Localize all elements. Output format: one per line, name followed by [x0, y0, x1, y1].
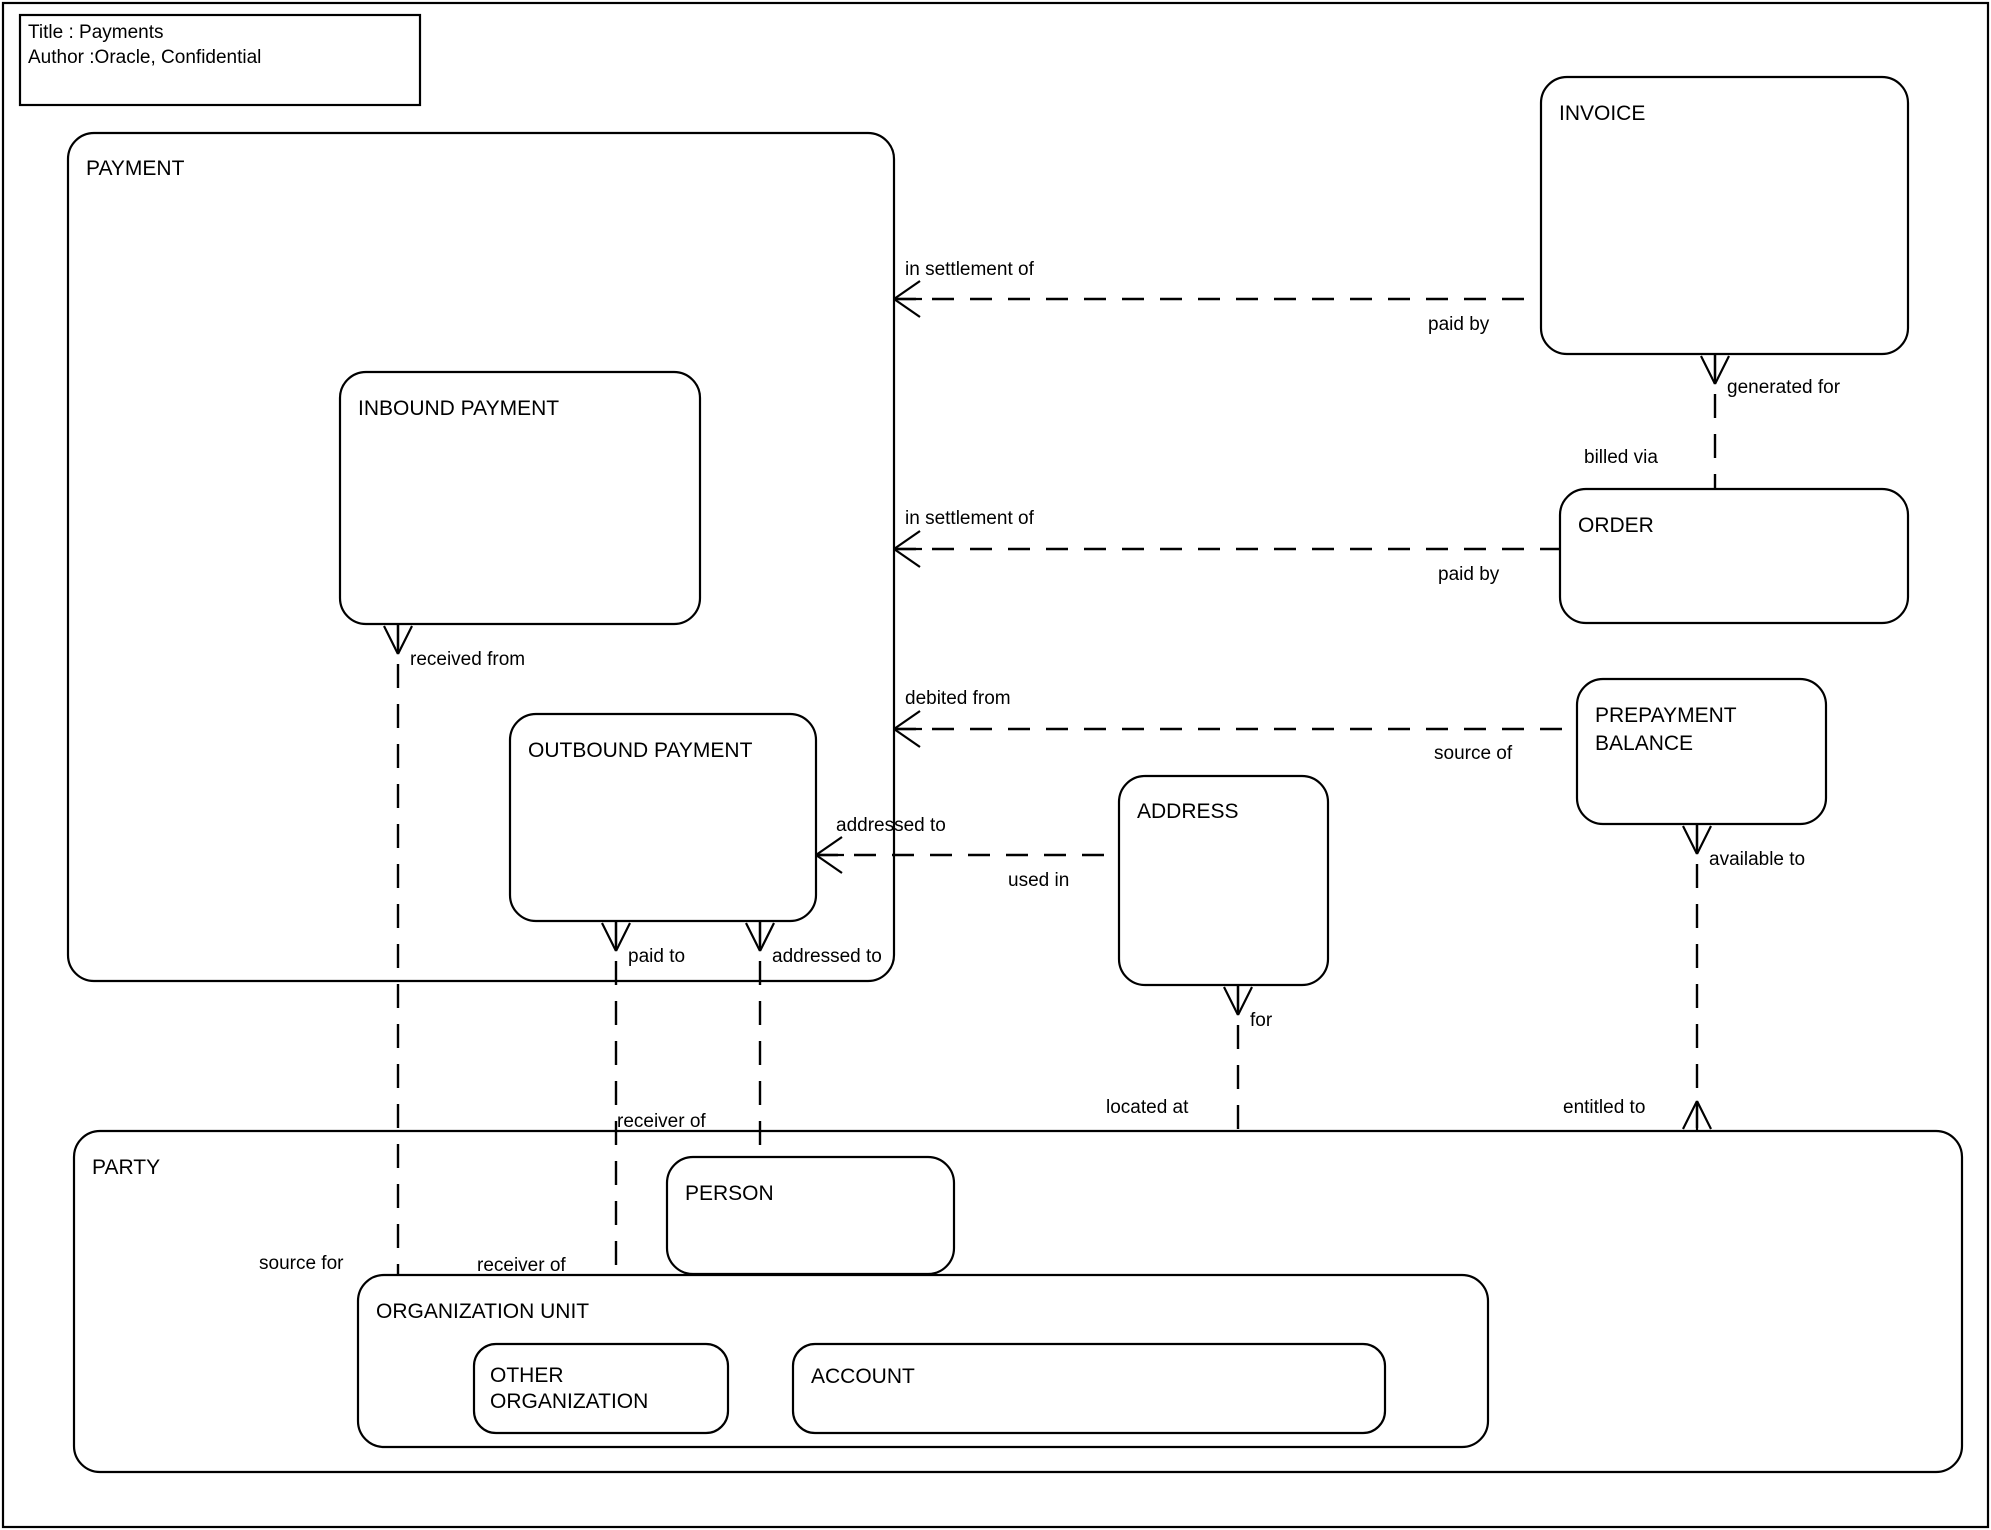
- rel-outbound-person-crowfoot: [745, 921, 775, 952]
- title-line: Title : Payments: [28, 22, 164, 43]
- rel-label-receiver-of-2: receiver of: [477, 1255, 566, 1276]
- rel-label-billed-via: billed via: [1584, 447, 1658, 468]
- entity-account-label: ACCOUNT: [811, 1365, 915, 1388]
- rel-prepayment-party-crowfoot-top: [1682, 824, 1712, 855]
- entity-invoice[interactable]: [1539, 75, 1910, 356]
- rel-outbound-address-crowfoot: [815, 836, 844, 874]
- entity-outbound-payment-label: OUTBOUND PAYMENT: [528, 739, 753, 762]
- rel-inbound-orgunit-crowfoot: [383, 624, 413, 655]
- entity-party-label: PARTY: [92, 1156, 160, 1179]
- rel-payment-invoice-crowfoot: [893, 280, 922, 318]
- entity-invoice-label: INVOICE: [1559, 102, 1645, 125]
- entity-prepayment-balance[interactable]: [1575, 677, 1828, 826]
- rel-label-paid-to: paid to: [628, 946, 685, 967]
- rel-prepayment-party-crowfoot-bottom: [1682, 1100, 1712, 1131]
- rel-label-addressed-to-2: addressed to: [772, 946, 882, 967]
- entity-payment[interactable]: [66, 131, 896, 983]
- entity-inbound-payment[interactable]: [338, 370, 702, 626]
- entity-order-label: ORDER: [1578, 514, 1654, 537]
- rel-invoice-order-crowfoot: [1700, 354, 1730, 385]
- entity-address-label: ADDRESS: [1137, 800, 1239, 823]
- rel-label-paid-by-2: paid by: [1438, 564, 1500, 585]
- rel-label-generated-for: generated for: [1727, 377, 1841, 398]
- rel-label-for: for: [1250, 1010, 1273, 1031]
- entity-prepayment-balance-label-line2: BALANCE: [1595, 732, 1693, 755]
- entity-order[interactable]: [1558, 487, 1910, 625]
- rel-payment-order-crowfoot: [893, 530, 922, 568]
- rel-label-addressed-to-1: addressed to: [836, 815, 946, 836]
- entity-other-organization[interactable]: [472, 1342, 730, 1435]
- rel-label-paid-by-1: paid by: [1428, 314, 1490, 335]
- entity-prepayment-balance-label-line1: PREPAYMENT: [1595, 704, 1737, 727]
- rel-outbound-orgunit-crowfoot: [601, 921, 631, 952]
- entity-organization-unit-label: ORGANIZATION UNIT: [376, 1300, 589, 1323]
- entity-address[interactable]: [1117, 774, 1330, 987]
- title-block-box: [18, 13, 422, 107]
- entity-outbound-payment[interactable]: [508, 712, 818, 923]
- entity-person[interactable]: [665, 1155, 956, 1276]
- rel-label-available-to: available to: [1709, 849, 1805, 870]
- rel-label-entitled-to: entitled to: [1563, 1097, 1645, 1118]
- entity-account[interactable]: [791, 1342, 1387, 1435]
- entity-other-organization-label-line2: ORGANIZATION: [490, 1390, 648, 1413]
- rel-label-received-from: received from: [410, 649, 525, 670]
- entity-inbound-payment-label: INBOUND PAYMENT: [358, 397, 559, 420]
- rel-label-in-settlement-of-2: in settlement of: [905, 508, 1035, 529]
- entity-party[interactable]: [72, 1129, 1964, 1474]
- entity-payment-label: PAYMENT: [86, 157, 185, 180]
- rel-label-debited-from: debited from: [905, 688, 1011, 709]
- entity-other-organization-label-line1: OTHER: [490, 1364, 564, 1387]
- rel-label-source-for: source for: [259, 1253, 344, 1274]
- rel-label-source-of: source of: [1434, 743, 1513, 764]
- entity-person-label: PERSON: [685, 1182, 774, 1205]
- rel-label-in-settlement-of-1: in settlement of: [905, 259, 1035, 280]
- rel-label-used-in: used in: [1008, 870, 1069, 891]
- rel-label-located-at: located at: [1106, 1097, 1189, 1118]
- rel-label-receiver-of-1: receiver of: [617, 1111, 706, 1132]
- rel-payment-prepayment-crowfoot: [893, 710, 922, 748]
- rel-address-party-crowfoot: [1223, 985, 1253, 1016]
- entity-organization-unit[interactable]: [356, 1273, 1490, 1449]
- author-line: Author :Oracle, Confidential: [28, 47, 261, 68]
